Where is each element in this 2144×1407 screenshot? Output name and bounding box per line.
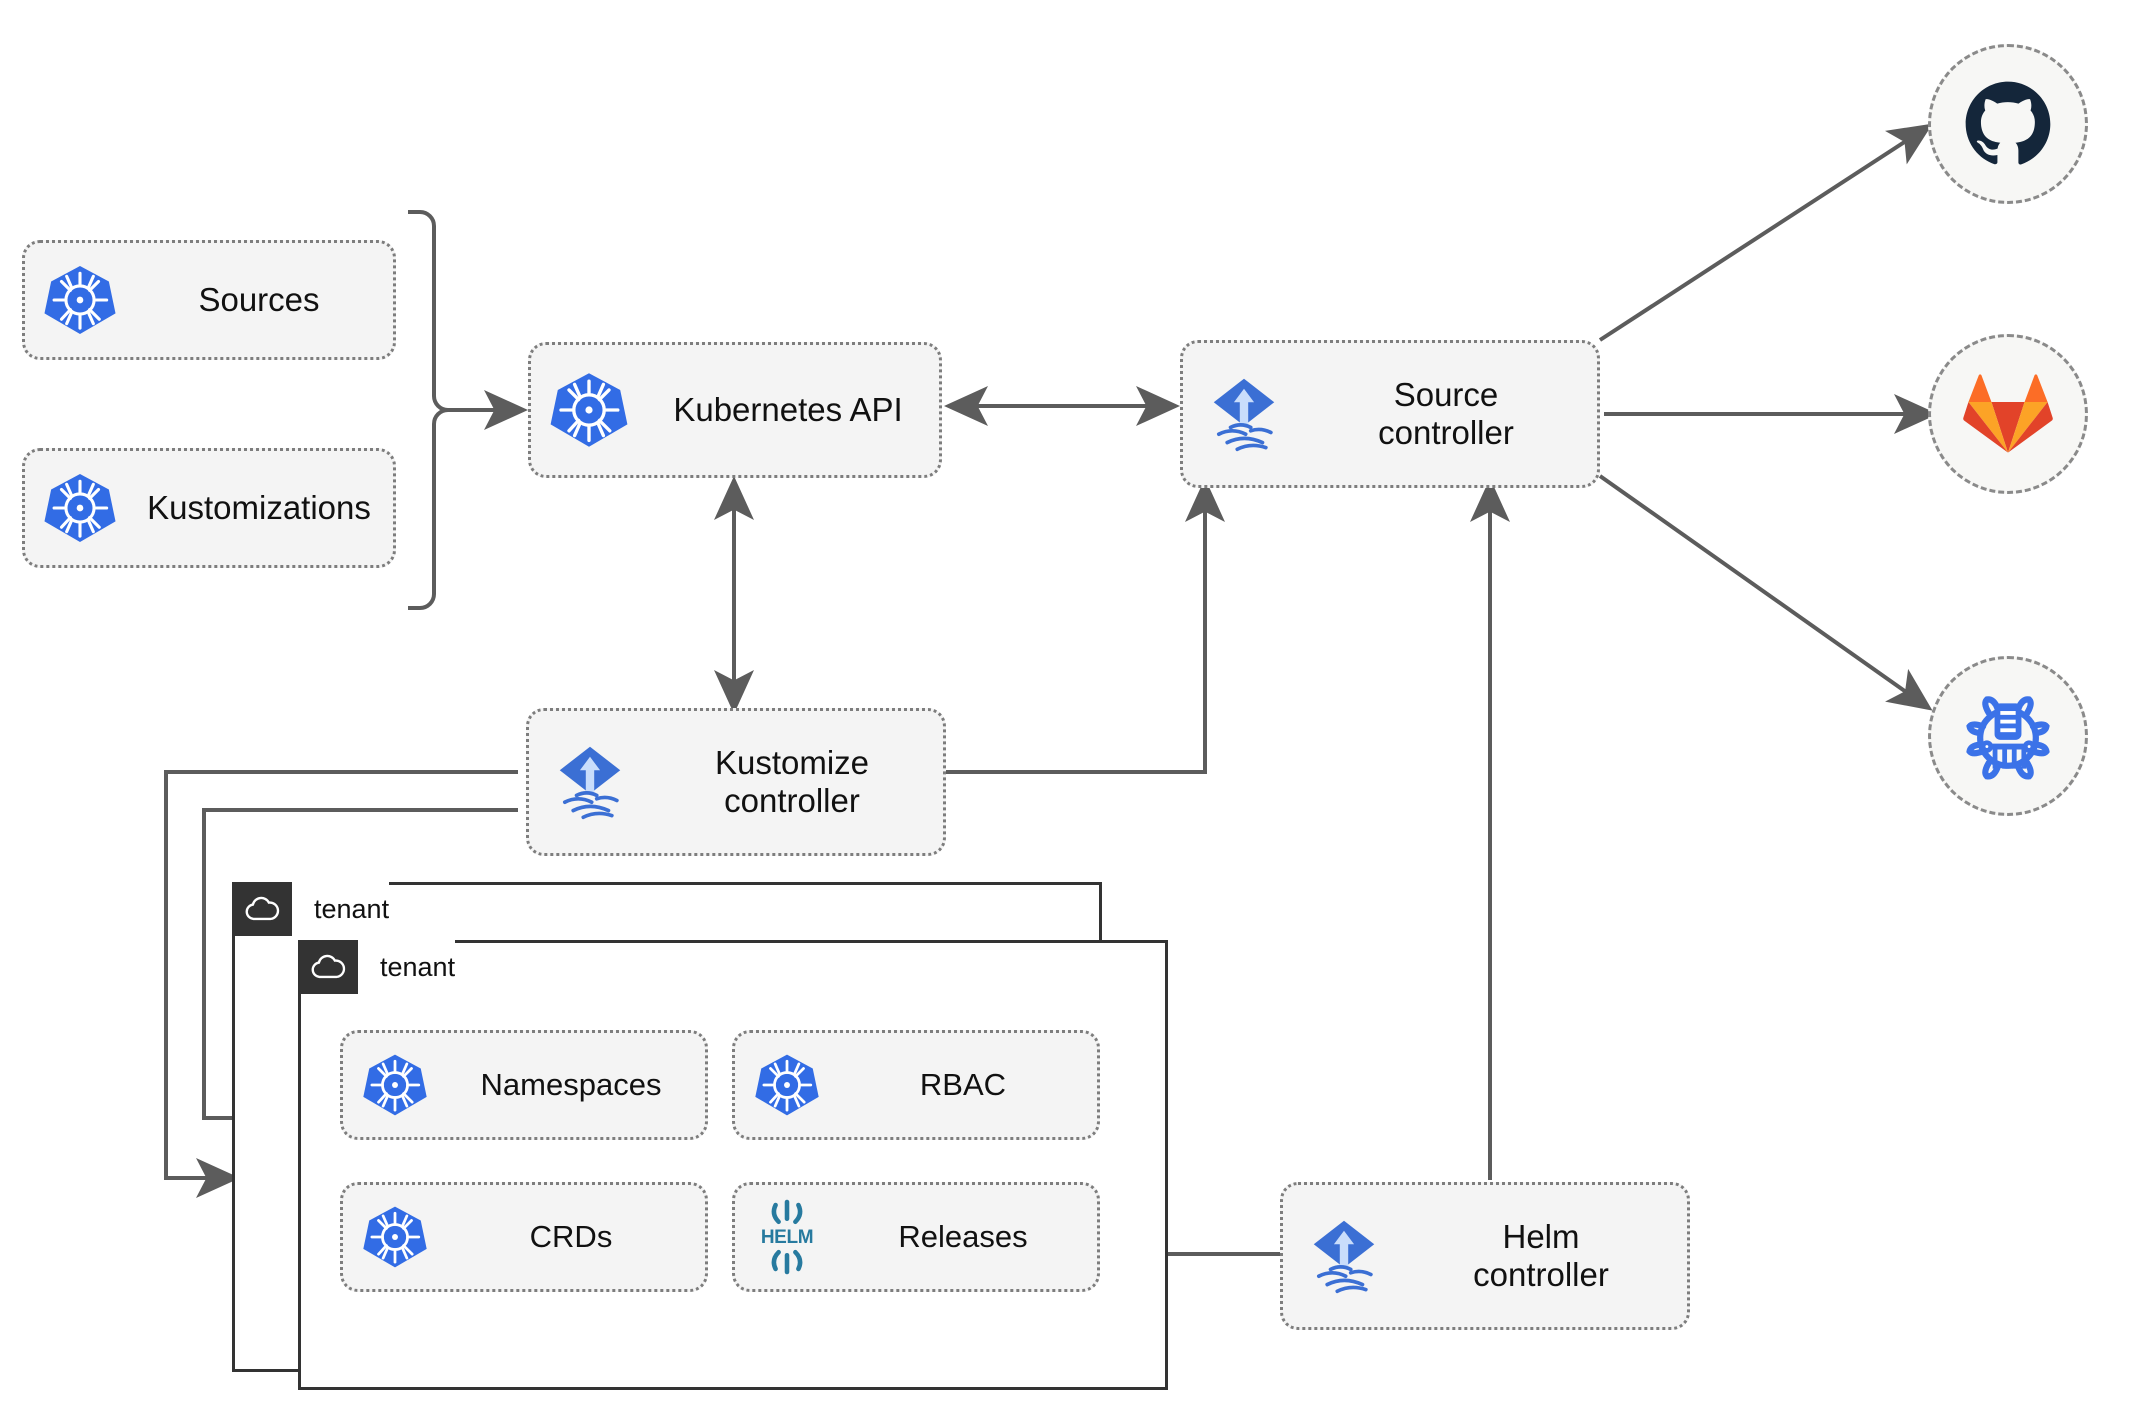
kubernetes-icon (343, 1052, 447, 1118)
tenant-label: tenant (292, 882, 390, 936)
node-kubernetes-api[interactable]: Kubernetes API (528, 342, 942, 478)
kubernetes-icon (343, 1204, 447, 1270)
node-helm-controller[interactable]: Helm controller (1280, 1182, 1690, 1330)
connector-kustomize-tenant-1 (164, 770, 518, 1198)
node-label: Source controller (1378, 375, 1514, 451)
node-label: Kustomizations (147, 488, 371, 526)
node-sources[interactable]: Sources (22, 240, 396, 360)
cloud-icon (232, 882, 292, 936)
node-label: Sources (198, 280, 320, 318)
node-label: Helm controller (1473, 1217, 1609, 1293)
node-source-controller[interactable]: Source controller (1180, 340, 1600, 488)
node-crds[interactable]: CRDs (340, 1182, 708, 1292)
tenant-header: tenant (232, 882, 390, 936)
helm-repository-icon (1966, 696, 2050, 780)
flux-icon (529, 740, 651, 824)
node-kustomize-controller[interactable]: Kustomize controller (526, 708, 946, 856)
node-rbac[interactable]: RBAC (732, 1030, 1100, 1140)
gitlab-icon (1963, 374, 2053, 453)
cloud-icon (298, 940, 358, 994)
node-label: CRDs (529, 1219, 613, 1255)
node-label: Kubernetes API (673, 390, 903, 428)
kubernetes-icon (25, 471, 135, 545)
node-label: Releases (898, 1219, 1028, 1255)
node-kustomizations[interactable]: Kustomizations (22, 448, 396, 568)
provider-helm-registry[interactable] (1928, 656, 2088, 816)
node-namespaces[interactable]: Namespaces (340, 1030, 708, 1140)
kubernetes-icon (735, 1052, 839, 1118)
flux-icon (1183, 372, 1305, 456)
kubernetes-icon (531, 370, 647, 450)
provider-gitlab[interactable] (1928, 334, 2088, 494)
tenant-header: tenant (298, 940, 456, 994)
flux-icon (1283, 1214, 1405, 1298)
kubernetes-icon (25, 263, 135, 337)
connector-kustomize-source (944, 478, 1225, 774)
svg-text:HELM: HELM (761, 1227, 813, 1248)
node-label: Kustomize controller (714, 743, 870, 819)
provider-github[interactable] (1928, 44, 2088, 204)
helm-icon: HELM (735, 1199, 839, 1275)
connector-source-helmrepo (1598, 474, 1933, 711)
tenant-container-2[interactable]: tenant (298, 940, 1168, 1390)
connector-resources-bracket (408, 210, 449, 610)
node-releases[interactable]: HELM Releases (732, 1182, 1100, 1292)
github-icon (1965, 81, 2051, 165)
connector-source-github (1598, 123, 1933, 342)
tenant-label: tenant (358, 940, 456, 994)
node-label: Namespaces (480, 1067, 662, 1103)
node-label: RBAC (919, 1067, 1007, 1103)
